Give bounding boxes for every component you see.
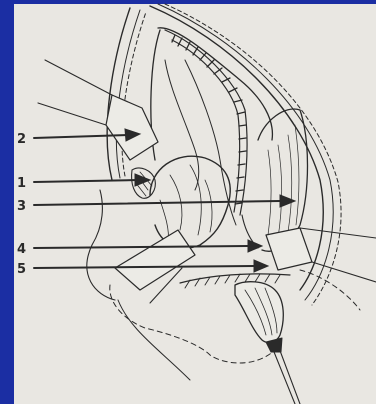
label-4: 4 [17,242,26,257]
left-blue-band [0,0,14,404]
label-5: 5 [17,262,26,277]
top-blue-band [0,0,376,4]
label-3: 3 [17,199,26,214]
label-1: 1 [17,176,26,191]
label-2: 2 [17,132,26,147]
